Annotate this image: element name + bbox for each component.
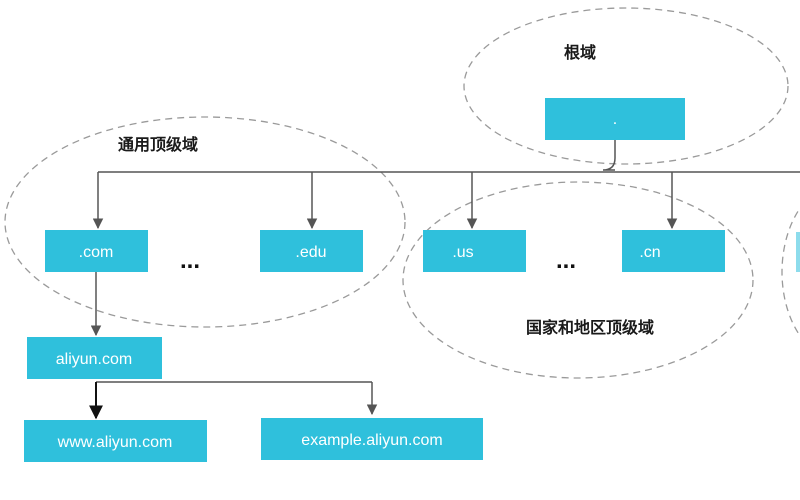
node-aliyun-label: aliyun.com — [56, 351, 132, 368]
country-tld-label: 国家和地区顶级域 — [526, 318, 654, 337]
node-edu-label: .edu — [295, 244, 326, 261]
node-us: .us — [423, 230, 526, 272]
root-domain-ellipse — [463, 7, 789, 165]
node-www: www.aliyun.com — [24, 420, 207, 462]
node-root: . — [545, 98, 685, 140]
generic-tld-ellipse — [4, 116, 406, 328]
node-us-label: .us — [452, 244, 473, 261]
node-www-label: www.aliyun.com — [57, 434, 173, 451]
node-root-label: . — [613, 111, 617, 128]
node-com: .com — [45, 230, 148, 272]
root-domain-label: 根域 — [564, 43, 596, 62]
node-example: example.aliyun.com — [261, 418, 483, 460]
connectors — [89, 140, 800, 420]
ellipsis-generic: ... — [180, 247, 200, 274]
partial-ellipse-right — [781, 207, 800, 337]
node-cn: .cn — [622, 230, 725, 272]
node-partial-right — [796, 232, 800, 272]
node-com-label: .com — [79, 244, 114, 261]
edge-root-trunk — [602, 140, 616, 171]
node-cn-label: .cn — [639, 244, 660, 261]
ellipsis-country: ... — [556, 247, 576, 274]
node-aliyun: aliyun.com — [27, 337, 162, 379]
node-edu: .edu — [260, 230, 363, 272]
generic-tld-label: 通用顶级域 — [118, 135, 198, 154]
country-tld-ellipse — [402, 181, 754, 379]
node-example-label: example.aliyun.com — [301, 432, 442, 449]
